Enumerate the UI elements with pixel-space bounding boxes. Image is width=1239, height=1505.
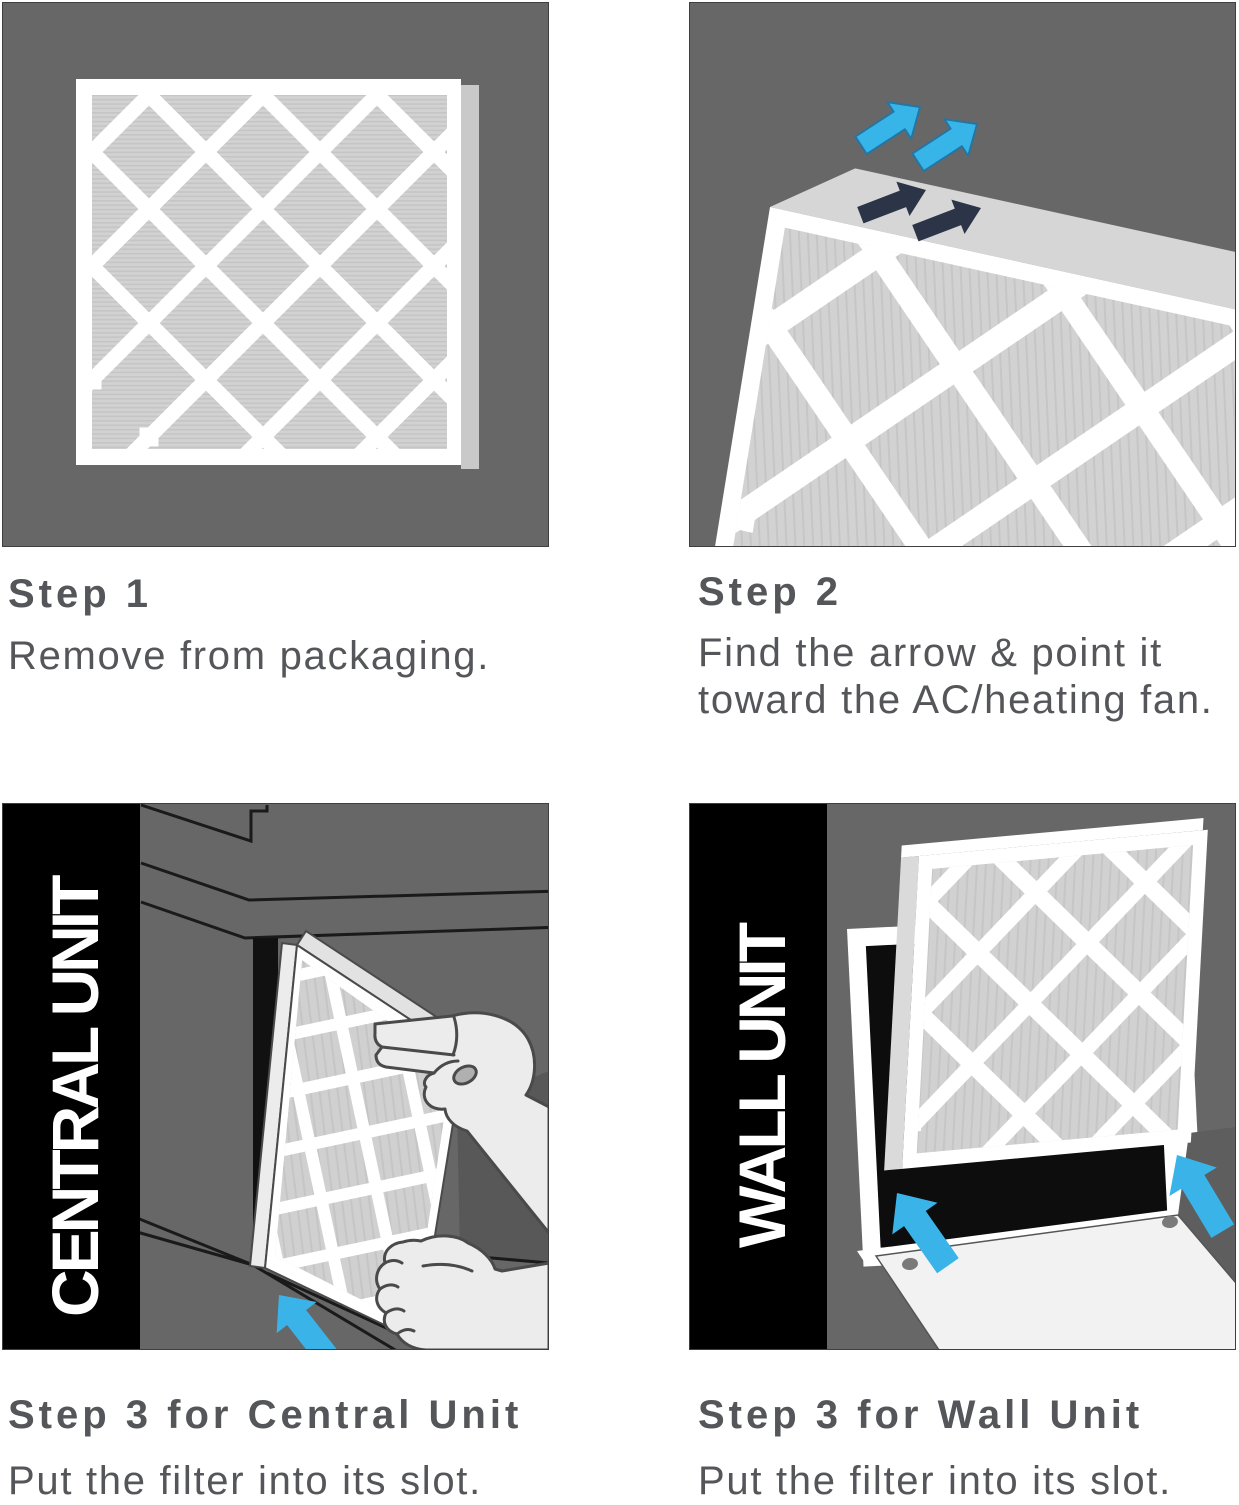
svg-text:CENTRAL UNIT: CENTRAL UNIT: [38, 875, 112, 1317]
svg-text:WALL UNIT: WALL UNIT: [725, 922, 799, 1248]
